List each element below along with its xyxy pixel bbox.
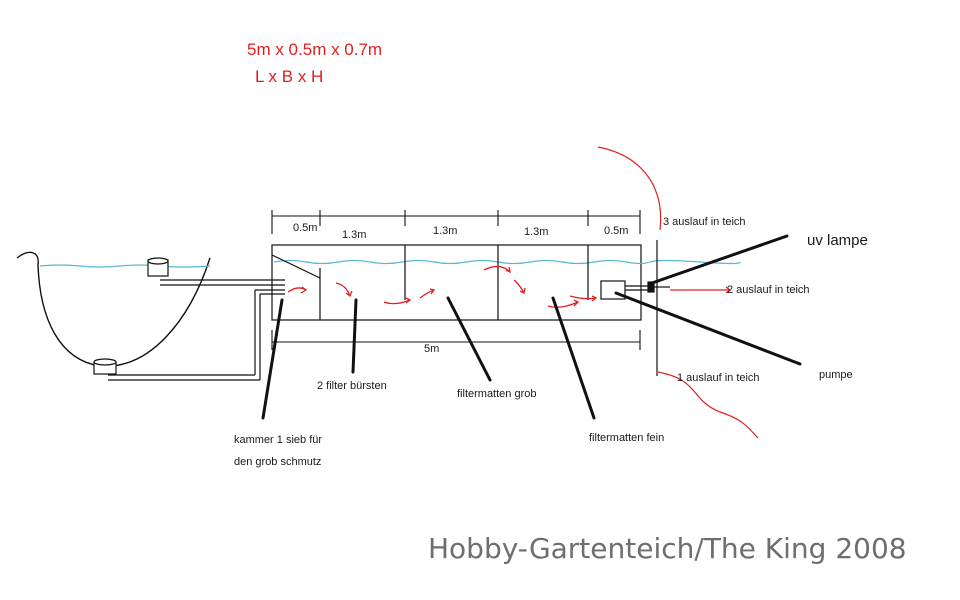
filter-water <box>273 259 741 265</box>
uv-lamp-icon <box>625 281 670 293</box>
dim-total: 5m <box>424 343 439 355</box>
mats-fine-label: filtermatten fein <box>589 432 664 444</box>
outlet-3-curve <box>597 146 662 231</box>
inlet-pipes <box>108 279 285 381</box>
flow-arrows <box>287 265 732 308</box>
dimensions-axes: L x B x H <box>255 67 323 86</box>
chamber-dividers <box>271 245 589 320</box>
dim-seg5: 0.5m <box>604 225 628 237</box>
dim-seg2: 1.3m <box>342 229 366 241</box>
dim-seg3: 1.3m <box>433 225 457 237</box>
outlet-1-label: 1 auslauf in teich <box>677 372 760 384</box>
outlet-3-label: 3 auslauf in teich <box>663 216 746 228</box>
outlet-2-label: 2 auslauf in teich <box>727 284 810 296</box>
chamber-label-line1: kammer 1 sieb für <box>234 434 322 446</box>
dim-seg1: 0.5m <box>293 222 317 234</box>
outlet-1-curve <box>657 371 759 439</box>
dimensions-title: 5m x 0.5m x 0.7m <box>247 40 382 59</box>
dimension-ticks <box>271 210 641 350</box>
filter-box <box>271 244 642 321</box>
mats-coarse-label: filtermatten grob <box>457 388 536 400</box>
chamber-label-line2: den grob schmutz <box>234 456 321 468</box>
pump-label: pumpe <box>819 369 853 381</box>
bottom-drain-icon <box>93 358 117 375</box>
brushes-label: 2 filter bürsten <box>317 380 387 392</box>
skimmer-icon <box>147 257 169 277</box>
pointer-lines <box>261 234 802 420</box>
pond-water <box>39 264 211 268</box>
dim-seg4: 1.3m <box>524 226 548 238</box>
uv-lamp-label: uv lampe <box>807 232 868 249</box>
watermark-text: Hobby-Gartenteich/The King 2008 <box>428 532 907 565</box>
pond-outline <box>16 251 211 367</box>
